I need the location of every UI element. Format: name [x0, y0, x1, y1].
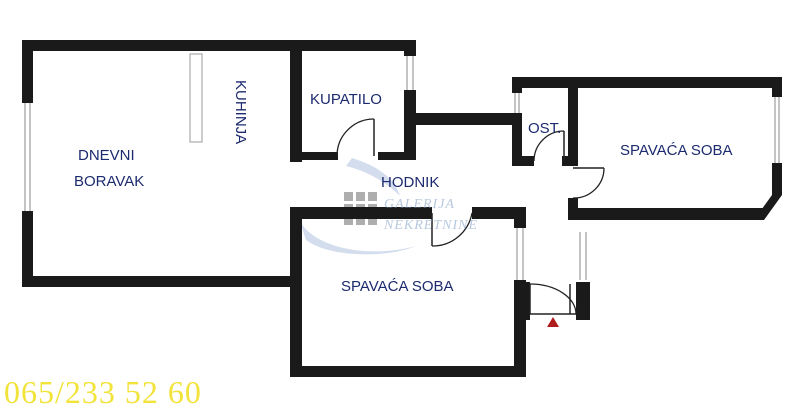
label-bedroom-bottom: SPAVAĆA SOBA	[341, 278, 454, 295]
window-living	[22, 103, 33, 211]
label-living-line1: DNEVNI	[78, 147, 135, 164]
door-bathroom	[336, 118, 375, 157]
watermark-line1: GALERIJA	[384, 197, 455, 212]
label-storage: OST.	[528, 120, 561, 137]
window-bathroom	[404, 56, 416, 90]
entrance-marker	[547, 317, 559, 327]
label-kitchen: KUHINJA	[232, 80, 249, 144]
door-bedroom-right	[572, 167, 605, 199]
door-entrance	[529, 283, 577, 315]
watermark-line2: NEKRETNINE	[383, 218, 478, 233]
label-living-line2: BORAVAK	[74, 173, 144, 190]
door-storage	[533, 130, 565, 162]
phone-number: 065/233 52 60	[4, 374, 202, 410]
window-entrance	[577, 232, 589, 280]
window-bedroom-bottom	[514, 228, 526, 280]
kitchen-counter	[189, 53, 203, 143]
window-bedroom-right	[772, 97, 782, 163]
windows	[22, 56, 782, 280]
label-bathroom: KUPATILO	[310, 91, 382, 108]
label-hallway: HODNIK	[381, 174, 439, 191]
window-storage	[512, 93, 522, 113]
door-bedroom-bottom	[431, 212, 473, 247]
doors	[336, 118, 605, 315]
label-bedroom-right: SPAVAĆA SOBA	[620, 142, 733, 159]
